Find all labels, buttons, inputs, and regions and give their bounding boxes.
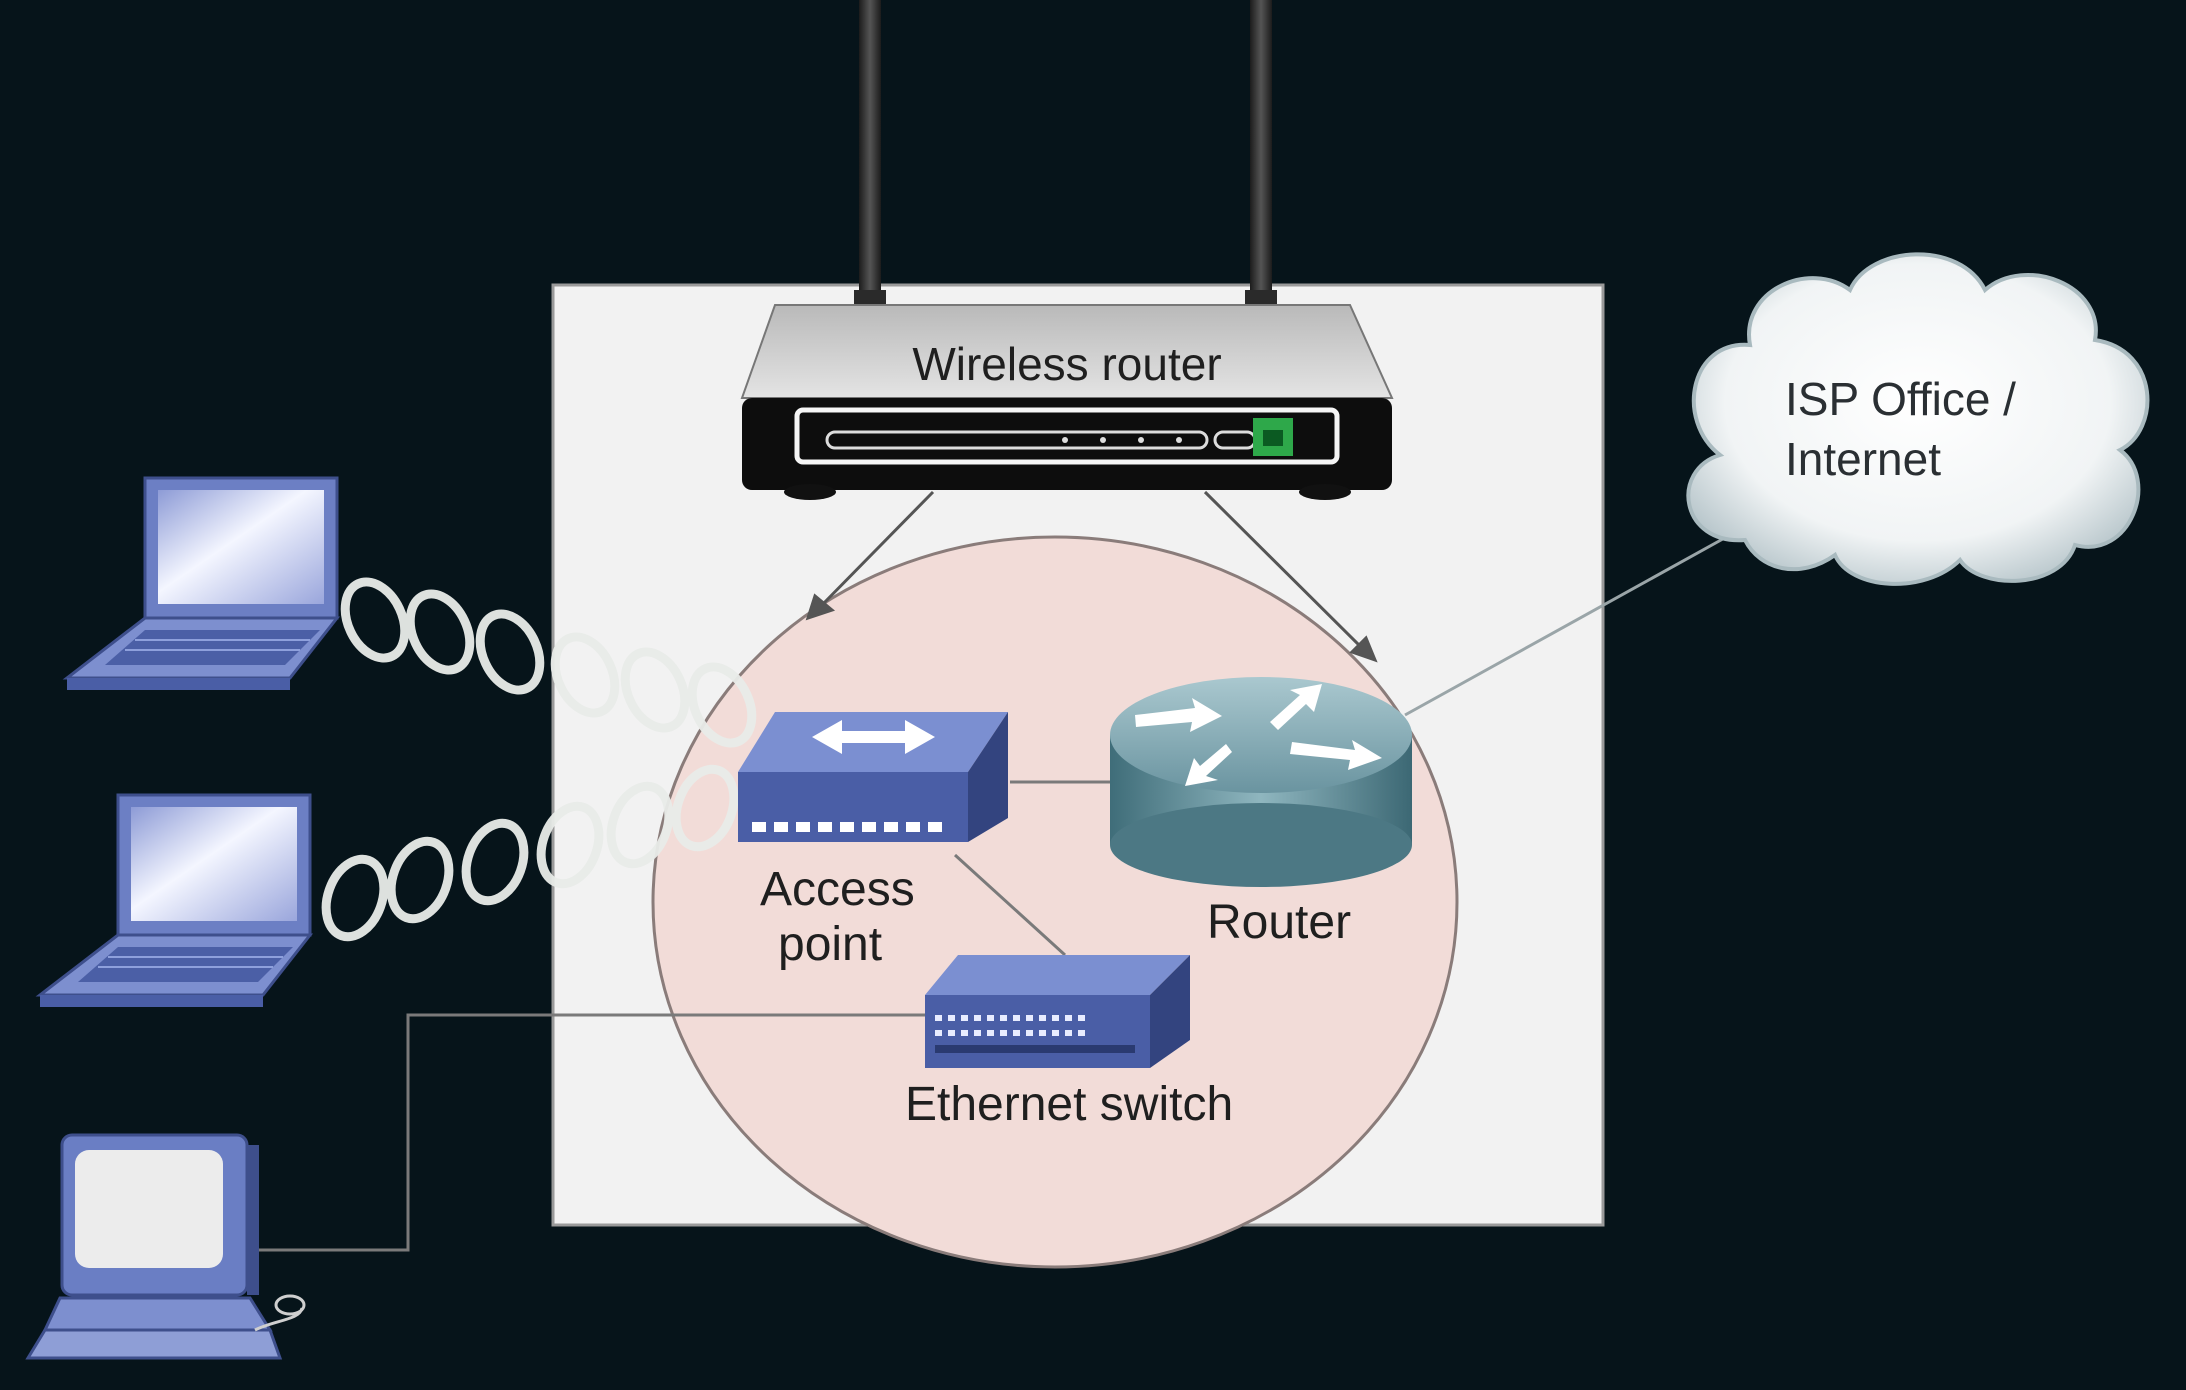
wireless-router-label: Wireless router	[912, 338, 1221, 390]
wires	[255, 533, 1731, 1252]
router-arrows	[805, 490, 1378, 663]
router-icon: Router	[1110, 677, 1412, 949]
access-point-label-line1: Access	[760, 863, 915, 916]
ethernet-switch-icon: Ethernet switch	[905, 955, 1233, 1131]
access-point-icon: Access point	[738, 712, 1008, 971]
router-label: Router	[1207, 896, 1351, 949]
desktop-computer-icon	[25, 1133, 306, 1360]
wire-router-isp	[1404, 533, 1731, 717]
wireless-signal-icon	[340, 577, 757, 748]
cloud-icon: ISP Office / Internet	[1686, 252, 2150, 586]
isp-label-line1: ISP Office /	[1785, 373, 2016, 425]
ethernet-switch-label: Ethernet switch	[905, 1078, 1233, 1131]
wire-desktop-switch	[255, 1013, 925, 1252]
wireless-signal-icon-2	[321, 764, 739, 942]
isp-label-line2: Internet	[1785, 433, 1941, 485]
laptop-icon	[62, 476, 341, 690]
wireless-router-icon: Wireless router	[740, 0, 1394, 500]
laptop-icon-2	[35, 793, 314, 1007]
access-point-label-line2: point	[778, 918, 882, 971]
wire-ap-switch	[953, 853, 1067, 957]
